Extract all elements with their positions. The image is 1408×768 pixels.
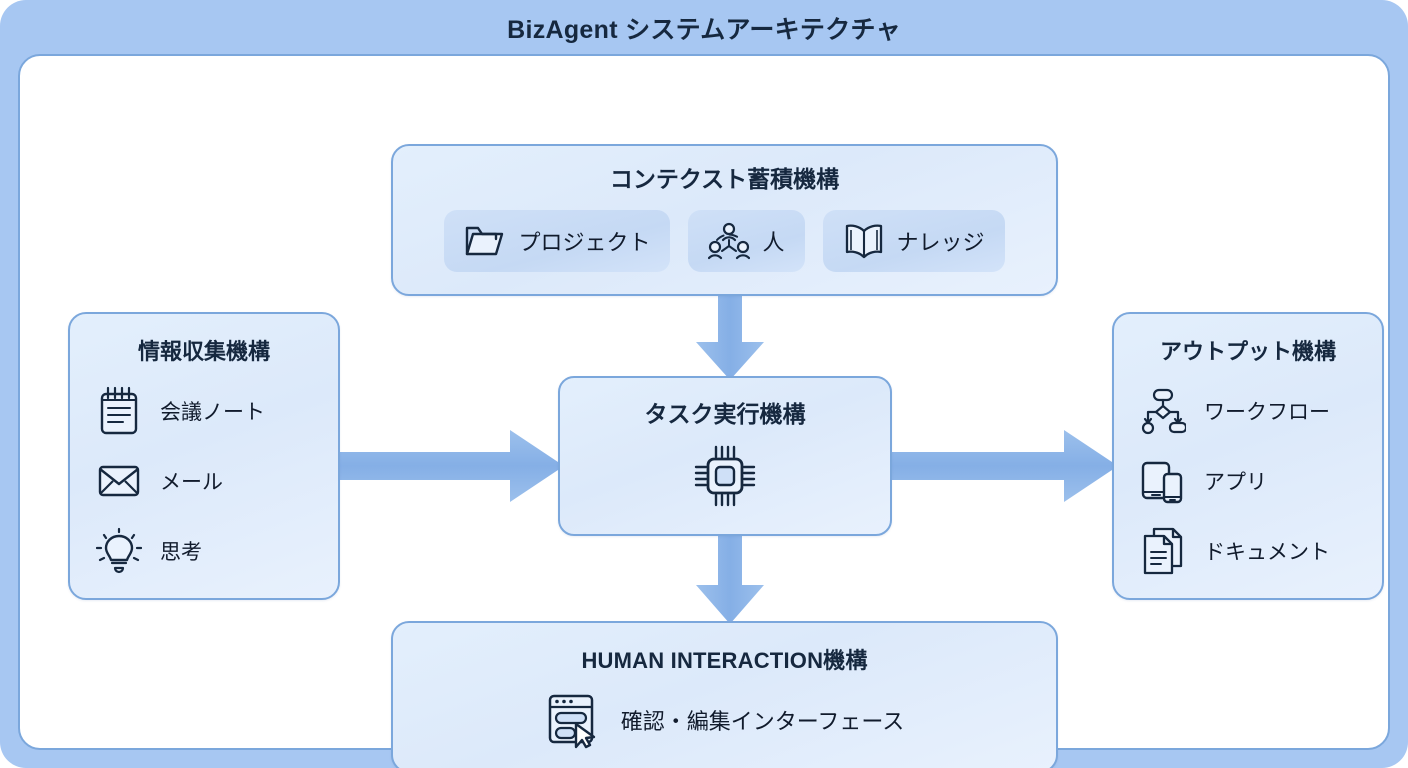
arrow-task-to-output [884, 424, 1120, 508]
input-item-label: メール [160, 471, 223, 494]
input-item-meeting-notes[interactable]: 会議ノート [96, 382, 338, 440]
output-module-title: アウトプット機構 [1159, 339, 1336, 364]
context-module-box[interactable]: コンテクスト蓄積機構 プロジェクト [391, 144, 1058, 296]
human-interaction-module-box[interactable]: HUMAN INTERACTION機構 確認・編集インターフェース [391, 621, 1058, 768]
diagram-panel: コンテクスト蓄積機構 プロジェクト [18, 54, 1390, 768]
context-chip-label: プロジェクト [518, 230, 651, 255]
task-module-title: タスク実行機構 [644, 401, 806, 427]
input-item-email[interactable]: メール [96, 452, 338, 510]
output-item-list: ワークフロー アプリ [1114, 382, 1382, 580]
context-chip-label: ナレッジ [896, 230, 985, 255]
context-chip-label: 人 [762, 230, 785, 255]
input-item-label: 会議ノート [160, 401, 265, 424]
arrow-input-to-task [334, 424, 566, 508]
context-chip-knowledge[interactable]: ナレッジ [822, 210, 1005, 272]
input-module-title: 情報収集機構 [137, 339, 270, 364]
context-chip-people[interactable]: 人 [688, 210, 805, 272]
documents-icon [1140, 526, 1186, 576]
input-item-thinking[interactable]: 思考 [96, 522, 338, 580]
cpu-chip-icon [560, 441, 890, 511]
output-item-label: アプリ [1204, 471, 1267, 494]
task-module-box[interactable]: タスク実行機構 [558, 376, 892, 536]
page-title: BizAgent システムアーキテクチャ [507, 16, 901, 44]
context-chip-project[interactable]: プロジェクト [444, 210, 671, 272]
input-item-label: 思考 [160, 541, 202, 564]
workflow-icon [1140, 387, 1186, 435]
human-interaction-module-title: HUMAN INTERACTION機構 [581, 648, 868, 673]
output-item-label: ワークフロー [1204, 401, 1330, 424]
arrow-task-to-human [688, 530, 772, 626]
input-item-list: 会議ノート メール [70, 382, 338, 580]
users-icon [708, 222, 751, 260]
human-interaction-row: 確認・編集インターフェース [393, 691, 1056, 749]
browser-cursor-icon [545, 691, 605, 749]
output-item-document[interactable]: ドキュメント [1140, 522, 1382, 580]
input-module-box[interactable]: 情報収集機構 会議ノート [68, 312, 340, 600]
folder-icon [464, 223, 506, 259]
lightbulb-icon [96, 527, 142, 575]
output-item-workflow[interactable]: ワークフロー [1140, 382, 1382, 440]
diagram-title-bar: BizAgent システムアーキテクチャ [0, 0, 1408, 56]
open-book-icon [843, 222, 885, 260]
output-module-box[interactable]: アウトプット機構 ワークフロー [1112, 312, 1384, 600]
output-item-label: ドキュメント [1204, 541, 1330, 564]
devices-icon [1140, 457, 1186, 505]
envelope-icon [96, 460, 142, 502]
arrow-context-to-task [688, 290, 772, 382]
notepad-icon [96, 386, 142, 436]
context-chip-list: プロジェクト [393, 210, 1056, 272]
output-item-app[interactable]: アプリ [1140, 452, 1382, 510]
context-module-title: コンテクスト蓄積機構 [609, 166, 840, 192]
human-interaction-label: 確認・編集インターフェース [620, 709, 905, 734]
